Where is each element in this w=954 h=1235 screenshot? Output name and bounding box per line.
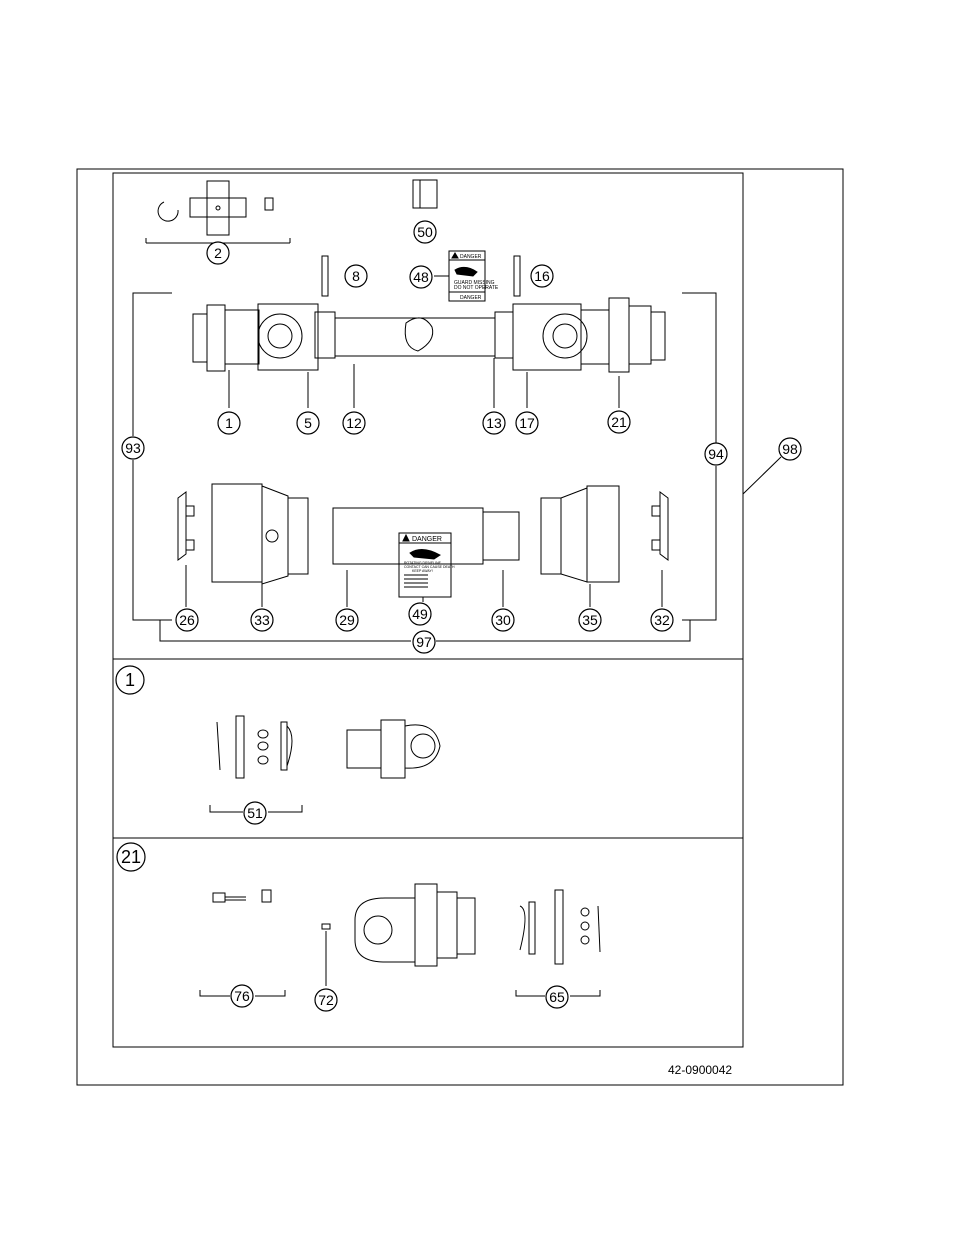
decal-line: CONTACT CAN CAUSE DEATH	[404, 565, 455, 569]
callout-label: 93	[125, 440, 141, 456]
bushing-8	[321, 255, 329, 297]
callout-label: 35	[582, 612, 598, 628]
detail-1-drawing	[209, 715, 441, 813]
inner-frame	[112, 172, 744, 1048]
decal-line: KEEP AWAY!	[412, 569, 433, 573]
callout-label: 32	[654, 612, 670, 628]
callout-label: 49	[412, 606, 428, 622]
callout-label: 17	[519, 415, 535, 431]
callout-label: 72	[318, 992, 334, 1008]
section-label: 21	[121, 847, 141, 867]
shield-parts	[177, 483, 669, 607]
decal-header: DANGER	[460, 254, 482, 260]
callout-label: 48	[413, 269, 429, 285]
callout-label: 12	[346, 415, 362, 431]
callout-label: 8	[352, 268, 360, 284]
callout-label: 2	[214, 245, 222, 261]
decal-footer: DANGER	[460, 295, 482, 301]
cross-kit-drawing	[145, 180, 291, 244]
bracket-97-right	[436, 620, 691, 642]
callout-label: 21	[611, 414, 627, 430]
bracket-94	[682, 292, 717, 621]
bushing-16	[513, 255, 521, 297]
bracket-97	[159, 620, 411, 642]
callout-label: 51	[247, 805, 263, 821]
callout-label: 94	[708, 446, 724, 462]
decal-line: GUARD MISSING	[454, 280, 495, 286]
callout-labels: 2 50 8 48 16 1 5 12 13 17 21 93 94 98 26…	[121, 224, 798, 1008]
callout-label: 97	[416, 634, 432, 650]
callout-label: 26	[179, 612, 195, 628]
callout-label: 33	[254, 612, 270, 628]
section-label: 1	[125, 670, 135, 690]
callout-label: 30	[495, 612, 511, 628]
callout-label: 29	[339, 612, 355, 628]
callouts	[115, 220, 802, 1012]
callout-label: 76	[234, 988, 250, 1004]
bracket-93	[132, 292, 172, 621]
danger-decal-top	[434, 250, 486, 302]
outer-frame	[76, 168, 844, 1086]
decal-line: ROTATING DRIVELINE	[404, 561, 442, 565]
manual-drawing	[412, 179, 438, 209]
document-number: 42-0900042	[668, 1063, 733, 1077]
driveline-shaft	[192, 297, 666, 408]
leader-98	[742, 456, 782, 495]
callout-label: 5	[304, 415, 312, 431]
decal-header: DANGER	[412, 536, 442, 543]
callout-label: 13	[486, 415, 502, 431]
callout-label: 65	[549, 989, 565, 1005]
danger-decal-shield	[398, 532, 452, 602]
callout-label: 1	[225, 415, 233, 431]
callout-label: 50	[417, 224, 433, 240]
callout-label: 98	[782, 441, 798, 457]
callout-label: 16	[534, 268, 550, 284]
detail-21-drawing	[199, 883, 601, 997]
decal-line: DO NOT OPERATE	[454, 285, 499, 291]
